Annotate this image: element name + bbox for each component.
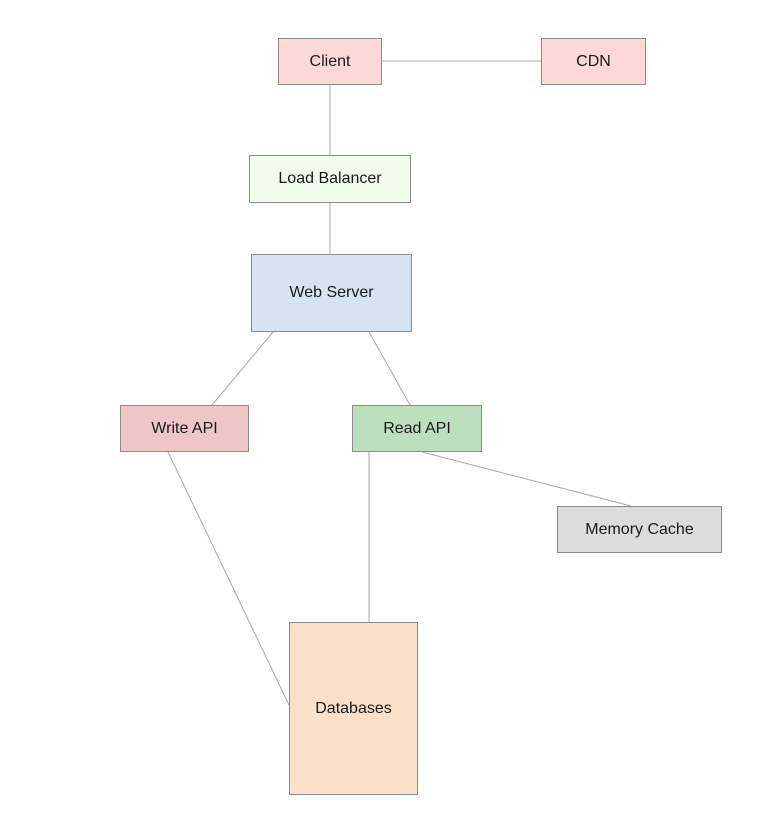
node-write-api-label: Write API bbox=[151, 419, 218, 437]
node-cdn[interactable]: CDN bbox=[541, 38, 646, 85]
edge-write-db bbox=[167, 451, 290, 706]
node-load-balancer-label: Load Balancer bbox=[278, 170, 382, 187]
node-read-api-label: Read API bbox=[383, 419, 451, 437]
node-web-server[interactable]: Web Server bbox=[251, 254, 412, 332]
node-memory-cache[interactable]: Memory Cache bbox=[557, 506, 722, 553]
node-cdn-label: CDN bbox=[576, 52, 611, 70]
edge-web-write bbox=[211, 331, 274, 406]
node-write-api[interactable]: Write API bbox=[120, 405, 249, 452]
node-client[interactable]: Client bbox=[278, 38, 382, 85]
node-databases-label: Databases bbox=[315, 699, 392, 717]
edge-read-cache bbox=[421, 451, 632, 507]
node-web-server-label: Web Server bbox=[289, 284, 374, 301]
node-read-api[interactable]: Read API bbox=[352, 405, 482, 452]
node-databases[interactable]: Databases bbox=[289, 622, 418, 795]
edge-web-read bbox=[368, 331, 411, 406]
node-memory-cache-label: Memory Cache bbox=[585, 520, 694, 538]
node-load-balancer[interactable]: Load Balancer bbox=[249, 155, 411, 203]
node-client-label: Client bbox=[309, 52, 351, 70]
